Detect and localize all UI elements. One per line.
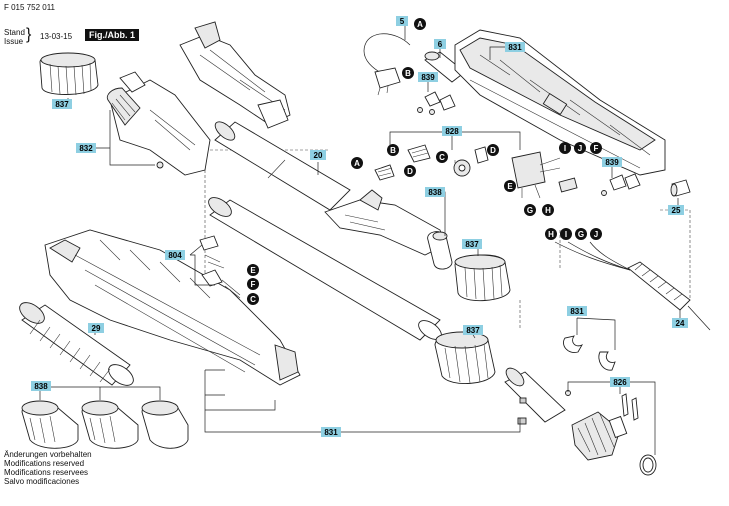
handle-832 [106,71,211,176]
marker-g: G [578,230,584,239]
marker-f: F [251,280,256,289]
heating-element [504,367,566,425]
part-label-837c: 837 [466,326,480,335]
nozzle-837-bottom [434,331,496,384]
part-label-24: 24 [676,319,685,328]
clips-831-right [563,335,616,371]
long-tube [208,197,442,341]
part-label-6: 6 [438,40,443,49]
part-label-20: 20 [314,151,323,160]
part-labels: 837 832 5 6 839 831 20 828 839 25 838 83… [31,16,688,437]
label-box-828 [442,126,462,136]
marker-j: J [594,230,598,239]
marker-c: C [250,295,256,304]
marker-g: G [527,206,533,215]
figure-label: Fig./Abb. 1 [85,29,139,41]
part-label-29: 29 [92,324,101,333]
part-label-828: 828 [445,127,459,136]
part-label-837: 837 [55,100,69,109]
part-label-804: 804 [168,251,182,260]
marker-a: A [354,159,360,168]
part-label-831: 831 [508,43,522,52]
part-label-838: 838 [428,188,442,197]
clips-839-top [417,91,456,115]
label-box-832 [76,143,96,153]
nozzle-837-middle [454,254,511,302]
label-box-837 [52,99,72,109]
part-label-25: 25 [672,206,681,215]
footer-line: Modifications reserved [4,459,85,468]
part-label-831c: 831 [324,428,338,437]
label-box-20 [310,150,326,160]
label-box-838 [425,187,445,197]
part-label-837b: 837 [465,240,479,249]
marker-f: F [594,144,599,153]
doc-number: F 015 752 011 [4,3,56,12]
footer-line: Modifications reservees [4,468,89,477]
marker-h: H [548,230,554,239]
label-box-831c [321,427,341,437]
marker-d: D [407,167,413,176]
label-box-831b [567,306,587,316]
label-box-839b [602,157,622,167]
part-label-5: 5 [400,17,405,26]
label-box-831 [505,42,525,52]
marker-b: B [405,69,411,78]
footer-notice: Änderungen vorbehalten Modifications res… [4,450,92,486]
marker-d: D [490,146,496,155]
issue-date: 13-03-15 [40,32,73,41]
marker-c: C [439,153,445,162]
hose-29 [19,302,134,386]
label-box-804 [165,250,185,260]
fan-826 [565,390,657,476]
issue-label: Issue [4,37,24,46]
label-box-837b [462,239,482,249]
marker-a: A [417,20,423,29]
tube-20 [214,121,351,211]
clips-839-right [601,173,641,196]
marker-e: E [507,182,513,191]
part-label-831b: 831 [570,307,584,316]
cable-24 [554,241,711,331]
part-label-832: 832 [79,144,93,153]
main-housing-831-top [454,29,666,176]
switch-804 [199,235,241,299]
footer-line: Salvo modificaciones [4,477,80,486]
label-box-826 [610,377,630,387]
part-label-839b: 839 [605,158,619,167]
lower-housing-left [44,229,301,386]
nozzle-837-top-left [39,52,99,96]
marker-i: I [565,230,567,239]
part-label-839: 839 [421,73,435,82]
bushing-25 [670,179,691,197]
marker-h: H [545,206,551,215]
brace: } [26,26,32,43]
connection-markers: A B A B C D D E G H I J F E F C H I G J [247,18,602,305]
marker-i: I [564,144,566,153]
label-box-24 [672,318,688,328]
stand-label: Stand [4,28,25,37]
part-label-826: 826 [613,378,627,387]
small-parts-828 [374,144,578,199]
label-box-6 [434,39,446,49]
marker-j: J [578,144,582,153]
part-label-838b: 838 [34,382,48,391]
label-box-25 [668,205,684,215]
grip-838-center [324,189,453,270]
marker-e: E [250,266,256,275]
label-box-837c [463,325,483,335]
label-box-5 [396,16,408,26]
upper-housing-half [179,21,291,129]
cable-5 [363,33,411,96]
nozzles-838-bottom [21,400,189,449]
label-box-29 [88,323,104,333]
footer-line: Änderungen vorbehalten [4,450,92,459]
label-box-839 [418,72,438,82]
label-box-838b [31,381,51,391]
marker-b: B [390,146,396,155]
